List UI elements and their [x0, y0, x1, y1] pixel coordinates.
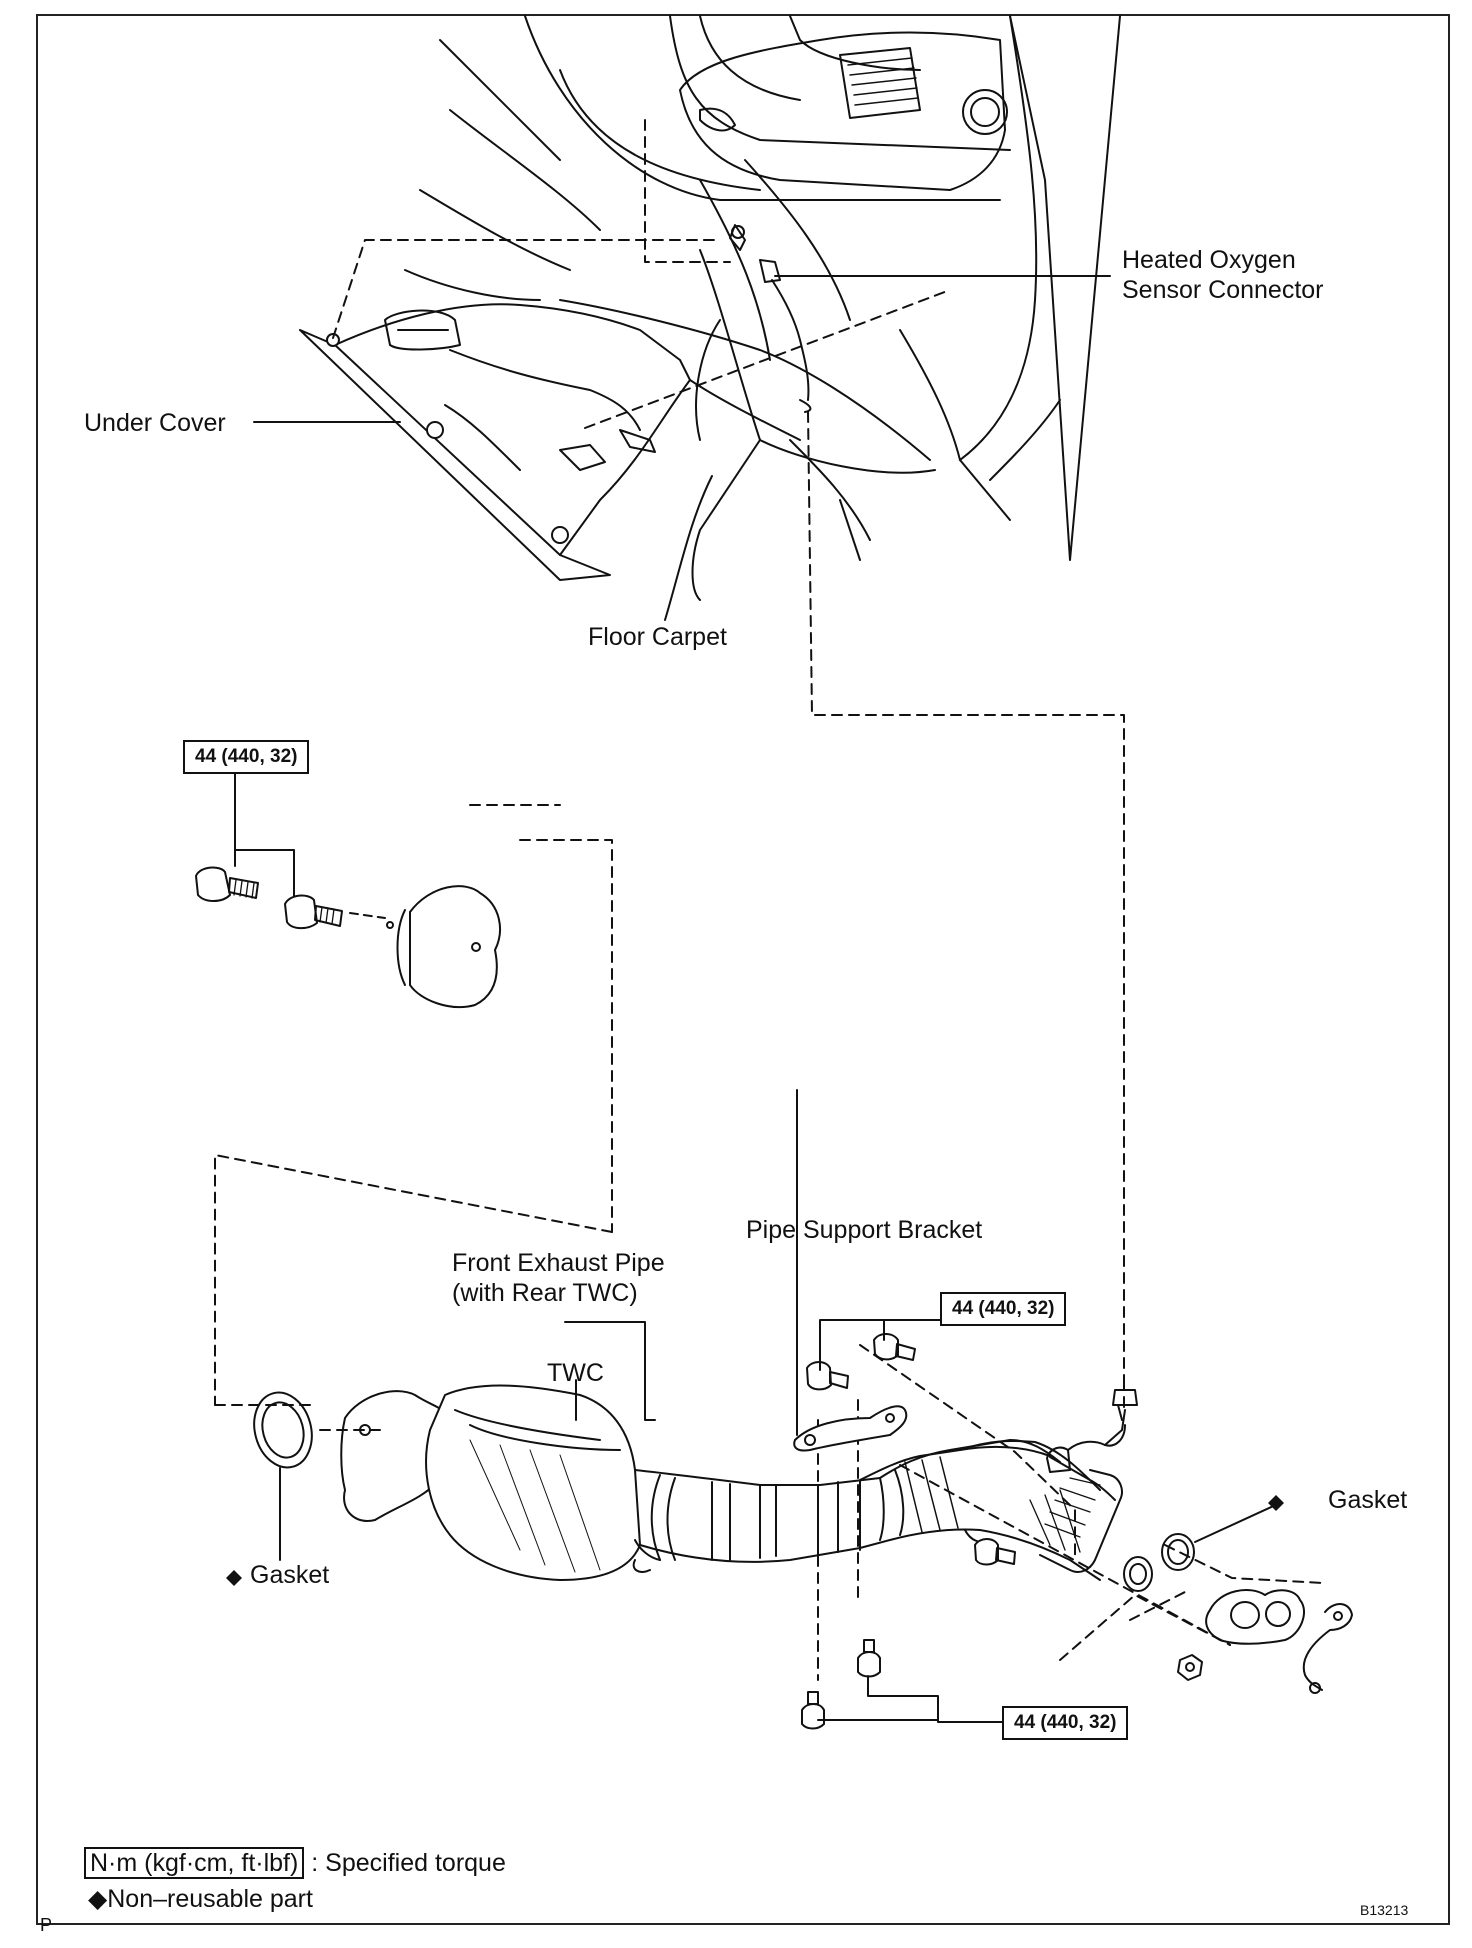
torque-spec-upper-left: 44 (440, 32) [183, 740, 310, 774]
label-leader-lines [253, 275, 1281, 1561]
diamond-icon: ◆ [88, 1885, 108, 1913]
front-exhaust-pipe-label-line2: (with Rear TWC) [452, 1279, 638, 1307]
gasket-right-label: Gasket [1328, 1486, 1408, 1514]
vehicle-interior-drawing [299, 15, 1121, 601]
page-letter: P [40, 1915, 53, 1935]
torque-legend: N·m (kgf·cm, ft·lbf) : Specified torque [84, 1847, 506, 1879]
gaskets-drawing [253, 1391, 1353, 1694]
nonreusable-legend-text: Non–reusable part [107, 1885, 313, 1913]
figure-code: B13213 [1360, 1902, 1409, 1918]
gasket-left-label: Gasket [250, 1561, 330, 1589]
heated-oxygen-sensor-connector-label-line2: Sensor Connector [1122, 276, 1324, 304]
figure-frame [36, 14, 1450, 1925]
torque-spec-right-lower: 44 (440, 32) [1002, 1706, 1129, 1740]
torque-leader-upper-left [234, 769, 295, 897]
nonreusable-diamonds [226, 1495, 1284, 1586]
bracket-bolts [801, 1333, 1016, 1730]
pipe-support-bracket-drawing [793, 1405, 908, 1452]
front-exhaust-pipe-label-line1: Front Exhaust Pipe [452, 1249, 665, 1277]
torque-unit-box: N·m (kgf·cm, ft·lbf) [84, 1847, 305, 1879]
pipe-support-bracket-label: Pipe Support Bracket [746, 1216, 983, 1244]
heated-oxygen-sensor-connector-label-line1: Heated Oxygen [1122, 246, 1296, 274]
floor-carpet-label: Floor Carpet [588, 623, 727, 651]
upper-flange-assembly [195, 866, 501, 1009]
torque-legend-text: : Specified torque [311, 1849, 506, 1877]
torque-spec-right-upper: 44 (440, 32) [940, 1292, 1067, 1326]
nonreusable-legend: ◆Non–reusable part [88, 1884, 313, 1914]
front-exhaust-pipe-drawing [340, 1384, 1138, 1581]
under-cover-label: Under Cover [84, 409, 226, 437]
assembly-dashed-lines [214, 119, 1324, 1681]
twc-label: TWC [547, 1359, 604, 1387]
torque-leader-right [817, 1319, 1003, 1723]
